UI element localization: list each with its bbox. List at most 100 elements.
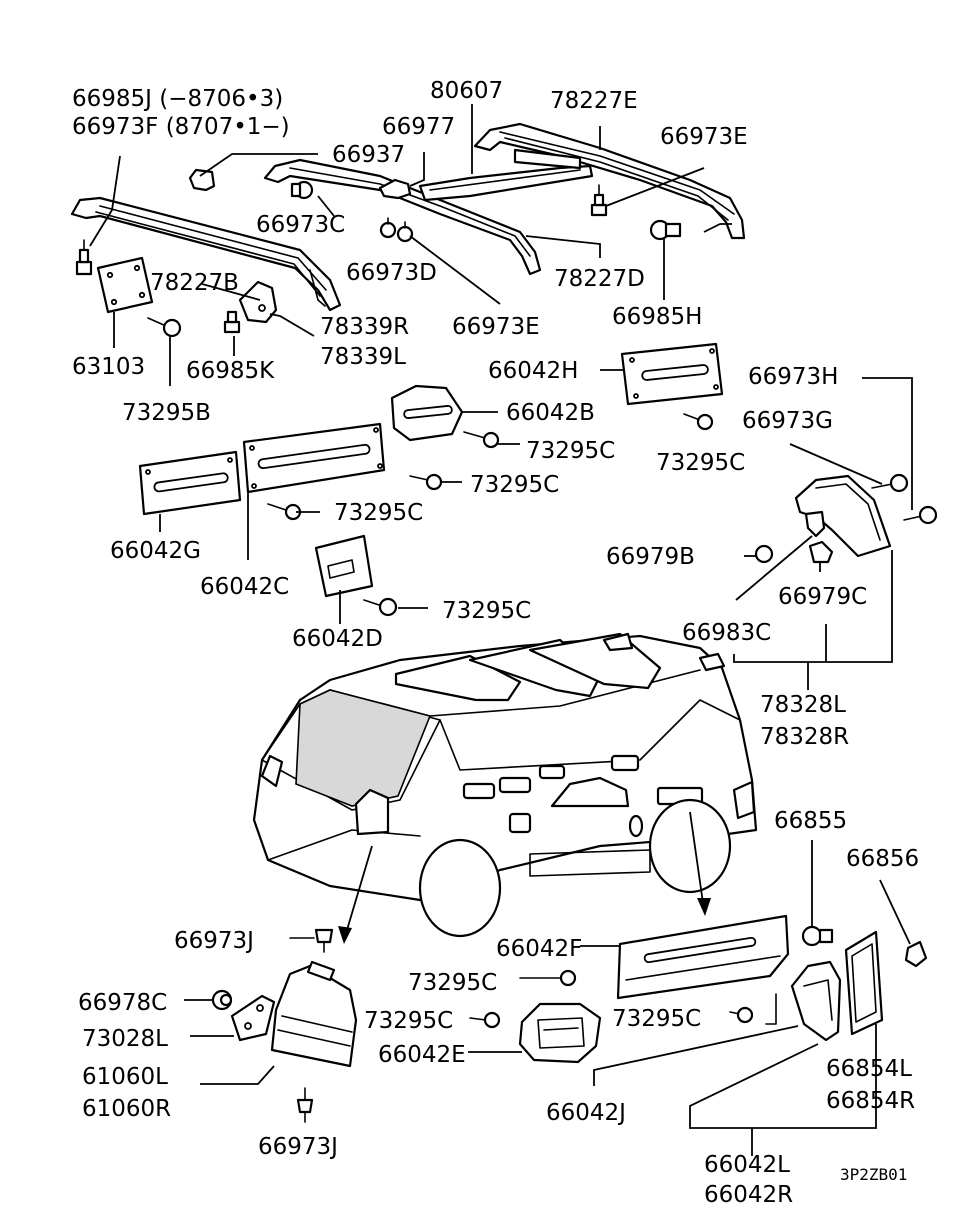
pointer-arrows <box>338 811 711 944</box>
bolt-66985K <box>223 310 241 334</box>
plate-66042C <box>242 422 386 494</box>
grommet-66855 <box>801 925 834 947</box>
label-78339L: 78339L <box>320 344 406 370</box>
clip-66973C <box>290 180 314 200</box>
label-66973D: 66973D <box>346 260 437 286</box>
roof-rail-78227B <box>70 196 342 312</box>
label-66856: 66856 <box>846 846 919 872</box>
label-66042R: 66042R <box>704 1182 793 1208</box>
plate-66042F <box>616 914 790 1000</box>
label-73295C-f: 73295C <box>442 598 531 624</box>
screw-73295B <box>147 317 182 338</box>
label-66042B: 66042B <box>506 400 595 426</box>
label-66973C: 66973C <box>256 212 345 238</box>
clip-66856 <box>904 940 928 968</box>
clip-66973E <box>590 184 608 217</box>
label-66985K: 66985K <box>186 358 275 384</box>
label-66973G: 66973G <box>742 408 833 434</box>
label-78227D: 78227D <box>554 266 645 292</box>
roof-rail-78227E <box>473 122 746 240</box>
label-66042J: 66042J <box>546 1100 626 1126</box>
label-78227B: 78227B <box>150 270 239 296</box>
part-labels: 66985J (−8706•3) 66973F (8707•1−) 66977 … <box>72 78 919 1208</box>
plate-63103 <box>96 256 154 314</box>
clip-66973D <box>379 217 414 243</box>
diagram-code: 3P2ZB01 <box>840 1165 907 1184</box>
label-66042G: 66042G <box>110 538 201 564</box>
clip-66979C <box>808 540 834 564</box>
label-66973J-a: 66973J <box>174 928 254 954</box>
clip-66983C <box>804 510 826 538</box>
label-78328L: 78328L <box>760 692 846 718</box>
plate-66042G <box>138 450 242 516</box>
label-66985J: 66985J (−8706•3) <box>72 86 283 112</box>
label-73295C-b: 73295C <box>656 450 745 476</box>
cover-66854 <box>844 930 884 1036</box>
screw-66973J-bottom <box>296 1087 314 1123</box>
label-66937: 66937 <box>332 142 405 168</box>
label-66973E-b: 66973E <box>452 314 540 340</box>
bolt-66985J <box>75 239 93 276</box>
label-66042F: 66042F <box>496 936 582 962</box>
label-63103: 63103 <box>72 354 145 380</box>
label-73295B: 73295B <box>122 400 211 426</box>
screw-73295C-g <box>519 969 577 987</box>
label-66854R: 66854R <box>826 1088 915 1114</box>
nut-66985H <box>649 219 682 241</box>
vehicle-body <box>252 632 758 938</box>
screw-73295C-h2 <box>469 1011 501 1029</box>
label-78328R: 78328R <box>760 724 849 750</box>
label-73295C-h: 73295C <box>364 1008 453 1034</box>
plate-66042E <box>518 1002 602 1064</box>
label-78227E: 78227E <box>550 88 638 114</box>
label-73295C-c: 73295C <box>470 472 559 498</box>
plate-66042H <box>620 342 724 406</box>
label-66042L: 66042L <box>704 1152 790 1178</box>
label-66973J-b: 66973J <box>258 1134 338 1160</box>
label-66855: 66855 <box>774 808 847 834</box>
label-78339R: 78339R <box>320 314 409 340</box>
label-80607: 80607 <box>430 78 503 104</box>
screw-73295C-i <box>729 993 777 1025</box>
plate-66042B <box>390 384 464 442</box>
bracket-78339 <box>238 280 278 324</box>
label-73295C-g: 73295C <box>408 970 497 996</box>
label-66973H: 66973H <box>748 364 838 390</box>
screw-73295C-c <box>409 473 443 491</box>
roof-rack-80607 <box>418 148 594 202</box>
screw-73295C-e <box>267 503 302 521</box>
label-73295C-i: 73295C <box>612 1006 701 1032</box>
label-61060R: 61060R <box>82 1096 171 1122</box>
screw-66973J-top <box>289 928 334 953</box>
leader-lines <box>89 104 913 1156</box>
screw-66973G <box>871 473 909 493</box>
label-66973F: 66973F (8707•1−) <box>72 114 290 140</box>
rail-end-cap-66937 <box>188 168 216 192</box>
nut-66978C <box>211 989 233 1011</box>
screw-73295C-f <box>363 597 398 617</box>
label-66979C: 66979C <box>778 584 867 610</box>
screw-73295C-h <box>683 413 714 431</box>
label-73295C-a: 73295C <box>526 438 615 464</box>
label-73028L: 73028L <box>82 1026 168 1052</box>
label-66977: 66977 <box>382 114 455 140</box>
label-66042H: 66042H <box>488 358 578 384</box>
label-66979B: 66979B <box>606 544 695 570</box>
plate-66042D <box>314 534 374 598</box>
screw-66973H <box>903 505 938 525</box>
label-66978C: 66978C <box>78 990 167 1016</box>
label-66985H: 66985H <box>612 304 702 330</box>
clip-66979B <box>754 544 774 564</box>
label-66042C: 66042C <box>200 574 289 600</box>
label-66042E: 66042E <box>378 1042 466 1068</box>
label-66854L: 66854L <box>826 1056 912 1082</box>
plate-66042J <box>790 960 842 1042</box>
screw-73295C-b <box>463 431 500 449</box>
label-61060L: 61060L <box>82 1064 168 1090</box>
tail-lamp-61060 <box>270 960 358 1068</box>
label-66983C: 66983C <box>682 620 771 646</box>
label-66042D: 66042D <box>292 626 383 652</box>
label-73295C-d: 73295C <box>334 500 423 526</box>
